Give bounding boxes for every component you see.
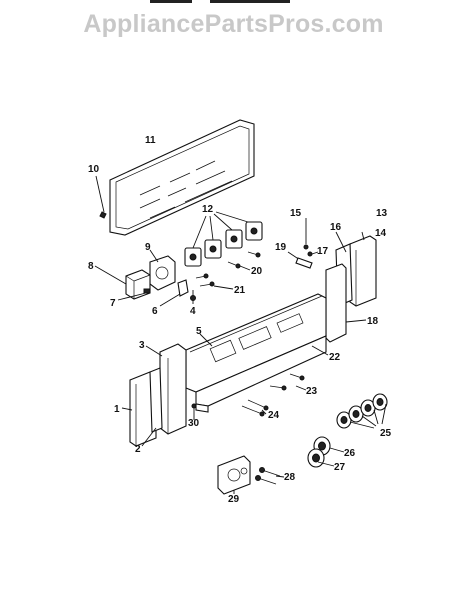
watermark: AppliancePartsPros.com xyxy=(83,10,384,38)
callout-12: 12 xyxy=(202,204,214,215)
callout-20: 20 xyxy=(251,266,263,277)
part-27-knob xyxy=(307,448,335,468)
part-7-terminal xyxy=(117,288,151,301)
callout-28: 28 xyxy=(284,472,296,483)
callout-9: 9 xyxy=(145,242,151,253)
part-4-screw xyxy=(190,290,196,304)
callout-24: 24 xyxy=(268,410,280,421)
callout-15: 15 xyxy=(290,208,302,219)
callout-19: 19 xyxy=(275,242,287,253)
part-24-screws xyxy=(241,399,269,417)
callout-27: 27 xyxy=(334,462,346,473)
part-14-right-end-cap xyxy=(349,231,377,307)
callout-22: 22 xyxy=(329,352,341,363)
callout-16: 16 xyxy=(330,222,342,233)
part-17-nut xyxy=(307,251,319,257)
part-23-screws xyxy=(269,373,307,391)
callout-labels: 11 10 12 15 13 16 14 9 19 17 8 20 21 7 4… xyxy=(88,135,392,505)
part-30-screw xyxy=(191,403,197,420)
callout-21: 21 xyxy=(234,285,246,296)
callout-2: 2 xyxy=(135,444,141,455)
part-28-clock-knobs xyxy=(255,467,285,485)
callout-14: 14 xyxy=(375,228,387,239)
callout-23: 23 xyxy=(306,386,318,397)
part-22-back-panel xyxy=(195,335,329,413)
part-6-clip xyxy=(159,279,189,307)
callout-3: 3 xyxy=(139,340,145,351)
callout-6: 6 xyxy=(152,306,158,317)
part-29-clock xyxy=(217,455,251,495)
part-20-screws xyxy=(227,251,261,271)
callout-18: 18 xyxy=(367,316,379,327)
callout-30: 30 xyxy=(188,418,200,429)
callout-7: 7 xyxy=(110,298,116,309)
part-9-timer-module xyxy=(149,249,176,291)
top-scan-marks xyxy=(150,0,290,4)
callout-8: 8 xyxy=(88,261,94,272)
callout-1: 1 xyxy=(114,404,120,415)
part-19-bracket xyxy=(287,251,313,269)
part-12-switch-caps xyxy=(184,211,263,267)
callout-17: 17 xyxy=(317,246,329,257)
part-11-overlay-panel xyxy=(109,119,255,236)
callout-29: 29 xyxy=(228,494,240,505)
callout-10: 10 xyxy=(88,164,100,175)
callout-26: 26 xyxy=(344,448,356,459)
callout-11: 11 xyxy=(145,135,156,146)
part-25-burner-knobs xyxy=(336,393,388,429)
part-21-screws xyxy=(195,273,234,290)
callout-13: 13 xyxy=(376,208,388,219)
part-15-screw xyxy=(303,218,309,250)
part-10-screw xyxy=(95,175,107,219)
callout-4: 4 xyxy=(190,306,196,317)
callout-25: 25 xyxy=(380,428,392,439)
part-2-end-trim-bracket xyxy=(141,367,163,447)
callout-5: 5 xyxy=(196,326,202,337)
